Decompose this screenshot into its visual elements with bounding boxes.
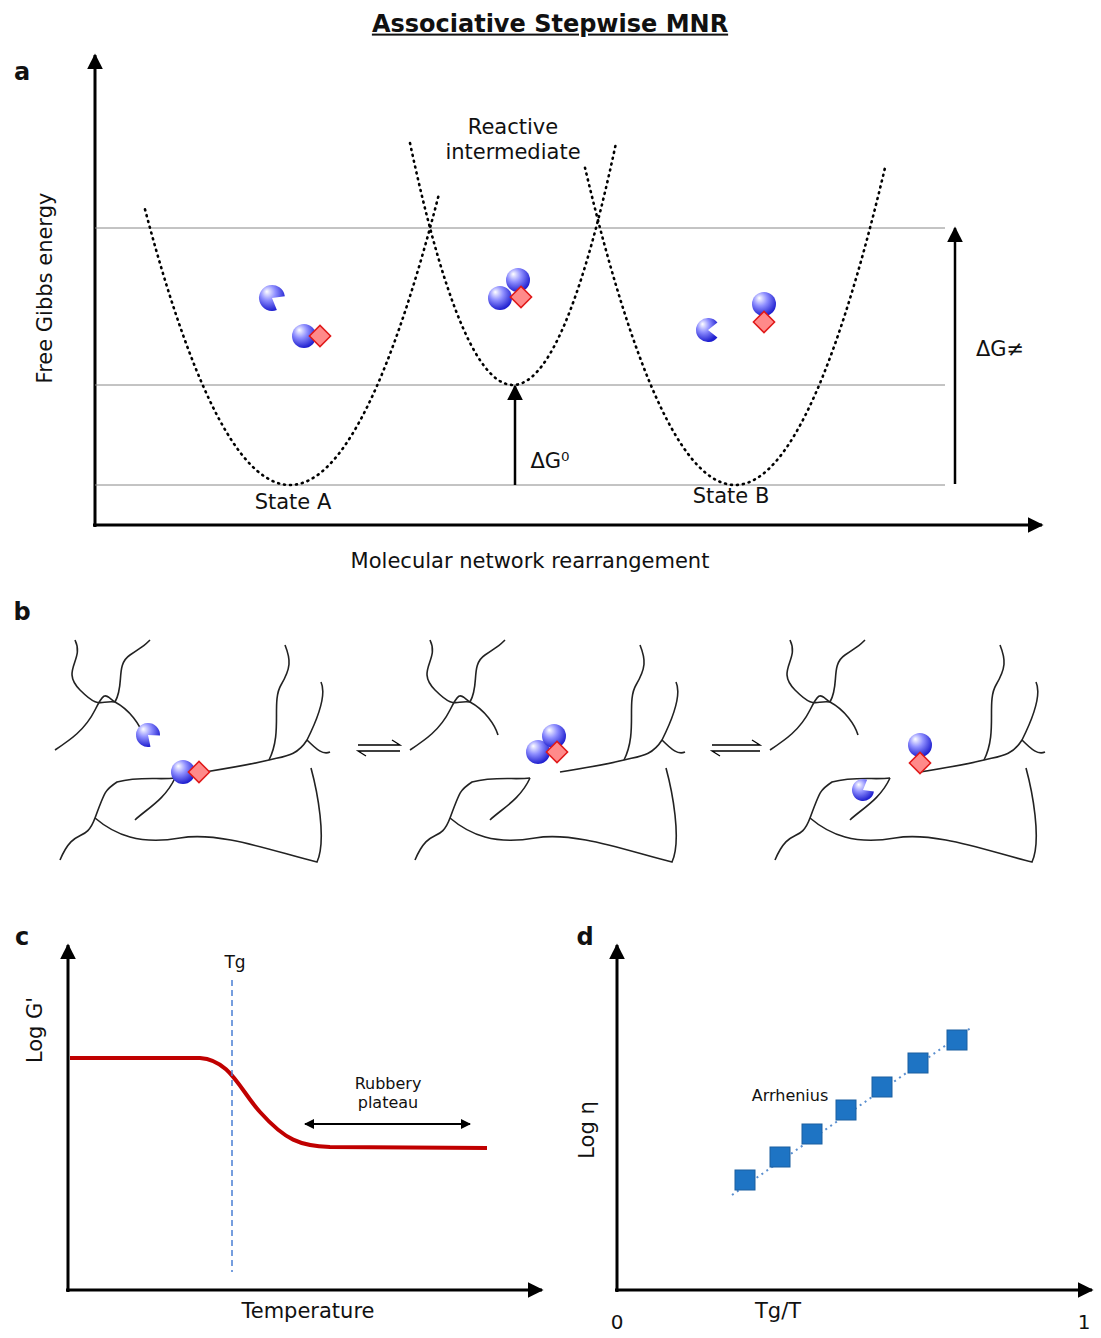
arrhenius-fit: [732, 1027, 972, 1195]
data-point: [908, 1053, 928, 1073]
polymer-chain: [95, 768, 321, 862]
axis-title: Log G': [23, 997, 48, 1063]
data-point: [802, 1124, 822, 1144]
polymer-chain: [205, 682, 323, 772]
state-label: State B: [693, 484, 770, 509]
diamond-group: [309, 325, 330, 346]
axis-title: Molecular network rearrangement: [351, 549, 710, 574]
polymer-chain: [470, 640, 505, 702]
polymer-chain: [662, 740, 685, 753]
viscosity-panel: [615, 945, 1092, 1292]
level-line: [95, 385, 945, 386]
delta-g-barrier-arrow: [954, 228, 957, 484]
polymer-chain: [775, 778, 890, 860]
diamond-group: [188, 761, 209, 782]
polymer-chain: [490, 778, 530, 820]
pacman-group: [696, 318, 717, 342]
figure-title: Associative Stepwise MNR: [372, 10, 728, 39]
polymer-chain: [984, 645, 1004, 760]
polymer-chain: [135, 778, 175, 820]
data-point: [947, 1030, 967, 1050]
energy-panel: [93, 55, 1042, 527]
panel-letter: c: [15, 923, 29, 952]
tg-label: Tg: [224, 952, 245, 972]
modulus-curve: [70, 1058, 487, 1148]
y-axis: [616, 945, 619, 1292]
modulus-panel: [66, 945, 542, 1292]
polymer-chain: [624, 645, 644, 760]
tg-marker: [231, 980, 233, 1272]
plateau-arrow: [305, 1123, 470, 1125]
y-axis: [94, 55, 97, 527]
polymer-chain: [450, 768, 676, 862]
pacman-group: [259, 285, 285, 311]
panel-letter: a: [14, 58, 30, 87]
pacman-group: [852, 779, 874, 801]
polymer-chain: [55, 696, 115, 750]
energy-symbol: ΔG≠: [976, 337, 1024, 362]
polymer-chain: [307, 740, 330, 753]
x-axis: [93, 524, 1042, 527]
polymer-chain: [410, 696, 470, 750]
level-line: [95, 228, 945, 229]
polymer-chain: [60, 778, 175, 860]
panel-letter: d: [576, 923, 593, 952]
data-point: [872, 1077, 892, 1097]
axis-title: Log η: [575, 1101, 600, 1159]
fit-label: Arrhenius: [752, 1086, 829, 1105]
plateau-label: Rubbery plateau: [338, 1074, 438, 1112]
y-axis: [67, 945, 70, 1292]
equilibrium-arrow: [358, 740, 400, 745]
x-axis: [615, 1289, 1092, 1292]
axis-tick: 0: [611, 1310, 624, 1334]
diamond-group: [909, 752, 930, 773]
equilibrium-arrow: [712, 740, 760, 745]
network-state-a: [55, 640, 330, 862]
network-state-b: [770, 640, 1045, 862]
equilibrium-arrow: [712, 751, 760, 756]
panel-letter: b: [13, 598, 30, 627]
diamond-group: [546, 741, 567, 762]
delta-g0-arrow: [514, 386, 517, 485]
polymer-chain: [850, 778, 890, 820]
data-point: [836, 1100, 856, 1120]
energy-symbol: ΔG⁰: [530, 449, 569, 474]
polymer-chain: [830, 640, 865, 702]
polymer-chain: [810, 768, 1036, 862]
axis-title: Free Gibbs energy: [33, 193, 58, 384]
energy-well: [585, 168, 885, 485]
equilibrium-arrow: [358, 751, 400, 756]
energy-well: [145, 194, 439, 485]
polymer-chain: [920, 682, 1038, 772]
polymer-chain: [1022, 740, 1045, 753]
polymer-chain: [770, 696, 830, 750]
polymer-chain: [115, 640, 150, 702]
axis-tick: 1: [1078, 1310, 1091, 1334]
diamond-group: [510, 286, 531, 307]
state-label: State A: [255, 490, 332, 515]
data-point: [735, 1170, 755, 1190]
axis-title: Tg/T: [755, 1299, 801, 1324]
axis-title: Temperature: [241, 1299, 374, 1324]
diamond-group: [753, 311, 774, 332]
x-axis: [66, 1289, 542, 1292]
pacman-group: [136, 723, 160, 747]
state-label: Reactive intermediate: [438, 115, 588, 165]
polymer-chain: [560, 682, 678, 772]
level-line: [95, 485, 945, 486]
energy-well: [410, 143, 616, 385]
polymer-chain: [415, 778, 530, 860]
data-point: [770, 1147, 790, 1167]
polymer-chain: [269, 645, 289, 760]
network-intermediate: [410, 640, 685, 862]
sphere-group: [488, 286, 512, 310]
